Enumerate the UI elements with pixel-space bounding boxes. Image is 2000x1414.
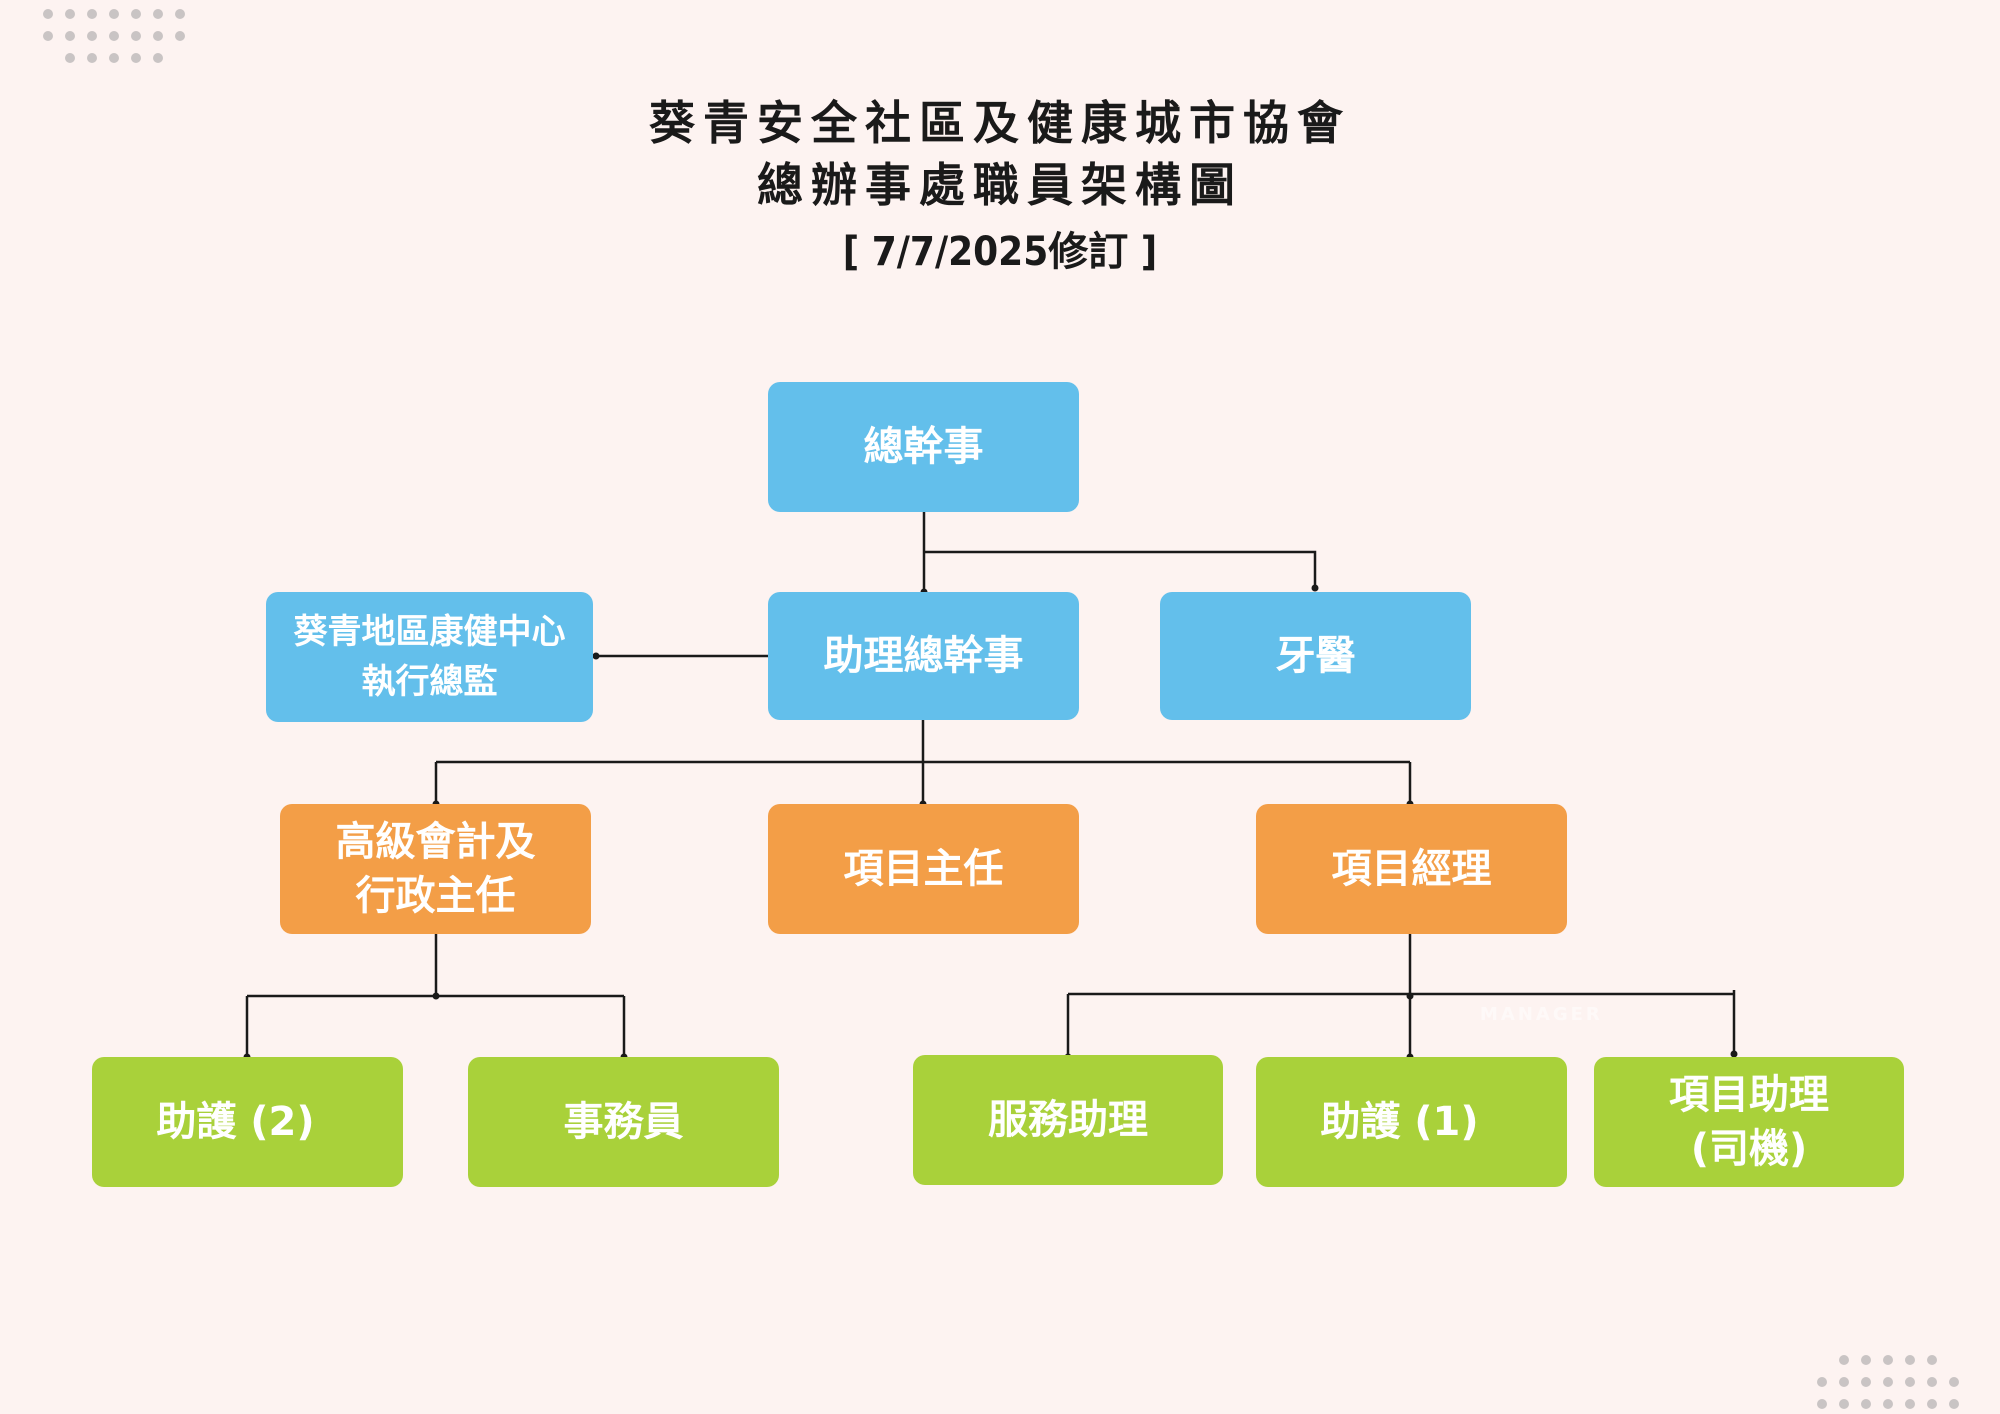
node-clerk: 事務員: [468, 1057, 779, 1187]
node-project-assistant-driver: 項目助理 (司機): [1594, 1057, 1904, 1187]
node-clerk-label: 事務員: [563, 1099, 684, 1145]
node-project-manager: 項目經理: [1256, 804, 1567, 934]
decorative-dots-top-left: [43, 9, 185, 63]
node-project-officer: 項目主任: [768, 804, 1079, 934]
node-assistant-general-secretary-label: 助理總幹事: [823, 633, 1024, 679]
node-dentist: 牙醫: [1160, 592, 1471, 720]
node-project-officer-label: 項目主任: [843, 846, 1004, 892]
node-nurse-assistant-2: 助護 (2): [92, 1057, 403, 1187]
node-general-secretary: 總幹事: [768, 382, 1079, 512]
title-block: 葵青安全社區及健康城市協會 總辦事處職員架構圖 [ 7/7/2025修訂 ]: [0, 92, 2000, 288]
node-nurse-assistant-1-label: 助護 (1): [1320, 1099, 1479, 1145]
node-senior-accountant-admin-label: 高級會計及 行政主任: [335, 819, 536, 919]
node-project-manager-label: 項目經理: [1331, 846, 1492, 892]
decorative-dots-bottom-right: [1817, 1355, 1959, 1409]
title-chart-name: 總辦事處職員架構圖: [757, 158, 1243, 212]
node-general-secretary-label: 總幹事: [863, 424, 984, 470]
title-organisation: 葵青安全社區及健康城市協會: [649, 96, 1351, 150]
node-health-centre-director-label: 葵青地區康健中心 執行總監: [293, 612, 566, 702]
connector-gs-to-dentist: [924, 550, 1317, 588]
node-nurse-assistant-2-label: 助護 (2): [156, 1099, 315, 1145]
revision-date: [ 7/7/2025修訂 ]: [842, 229, 1158, 275]
node-health-centre-director: 葵青地區康健中心 執行總監: [266, 592, 593, 722]
node-project-assistant-driver-label: 項目助理 (司機): [1669, 1072, 1829, 1172]
node-senior-accountant-admin: 高級會計及 行政主任: [280, 804, 591, 934]
watermark-text: MANAGER: [1480, 1004, 1603, 1025]
node-assistant-general-secretary: 助理總幹事: [768, 592, 1079, 720]
node-service-assistant-label: 服務助理: [988, 1097, 1148, 1143]
node-service-assistant: 服務助理: [913, 1055, 1223, 1185]
node-nurse-assistant-1: 助護 (1): [1256, 1057, 1567, 1187]
node-dentist-label: 牙醫: [1275, 633, 1356, 679]
